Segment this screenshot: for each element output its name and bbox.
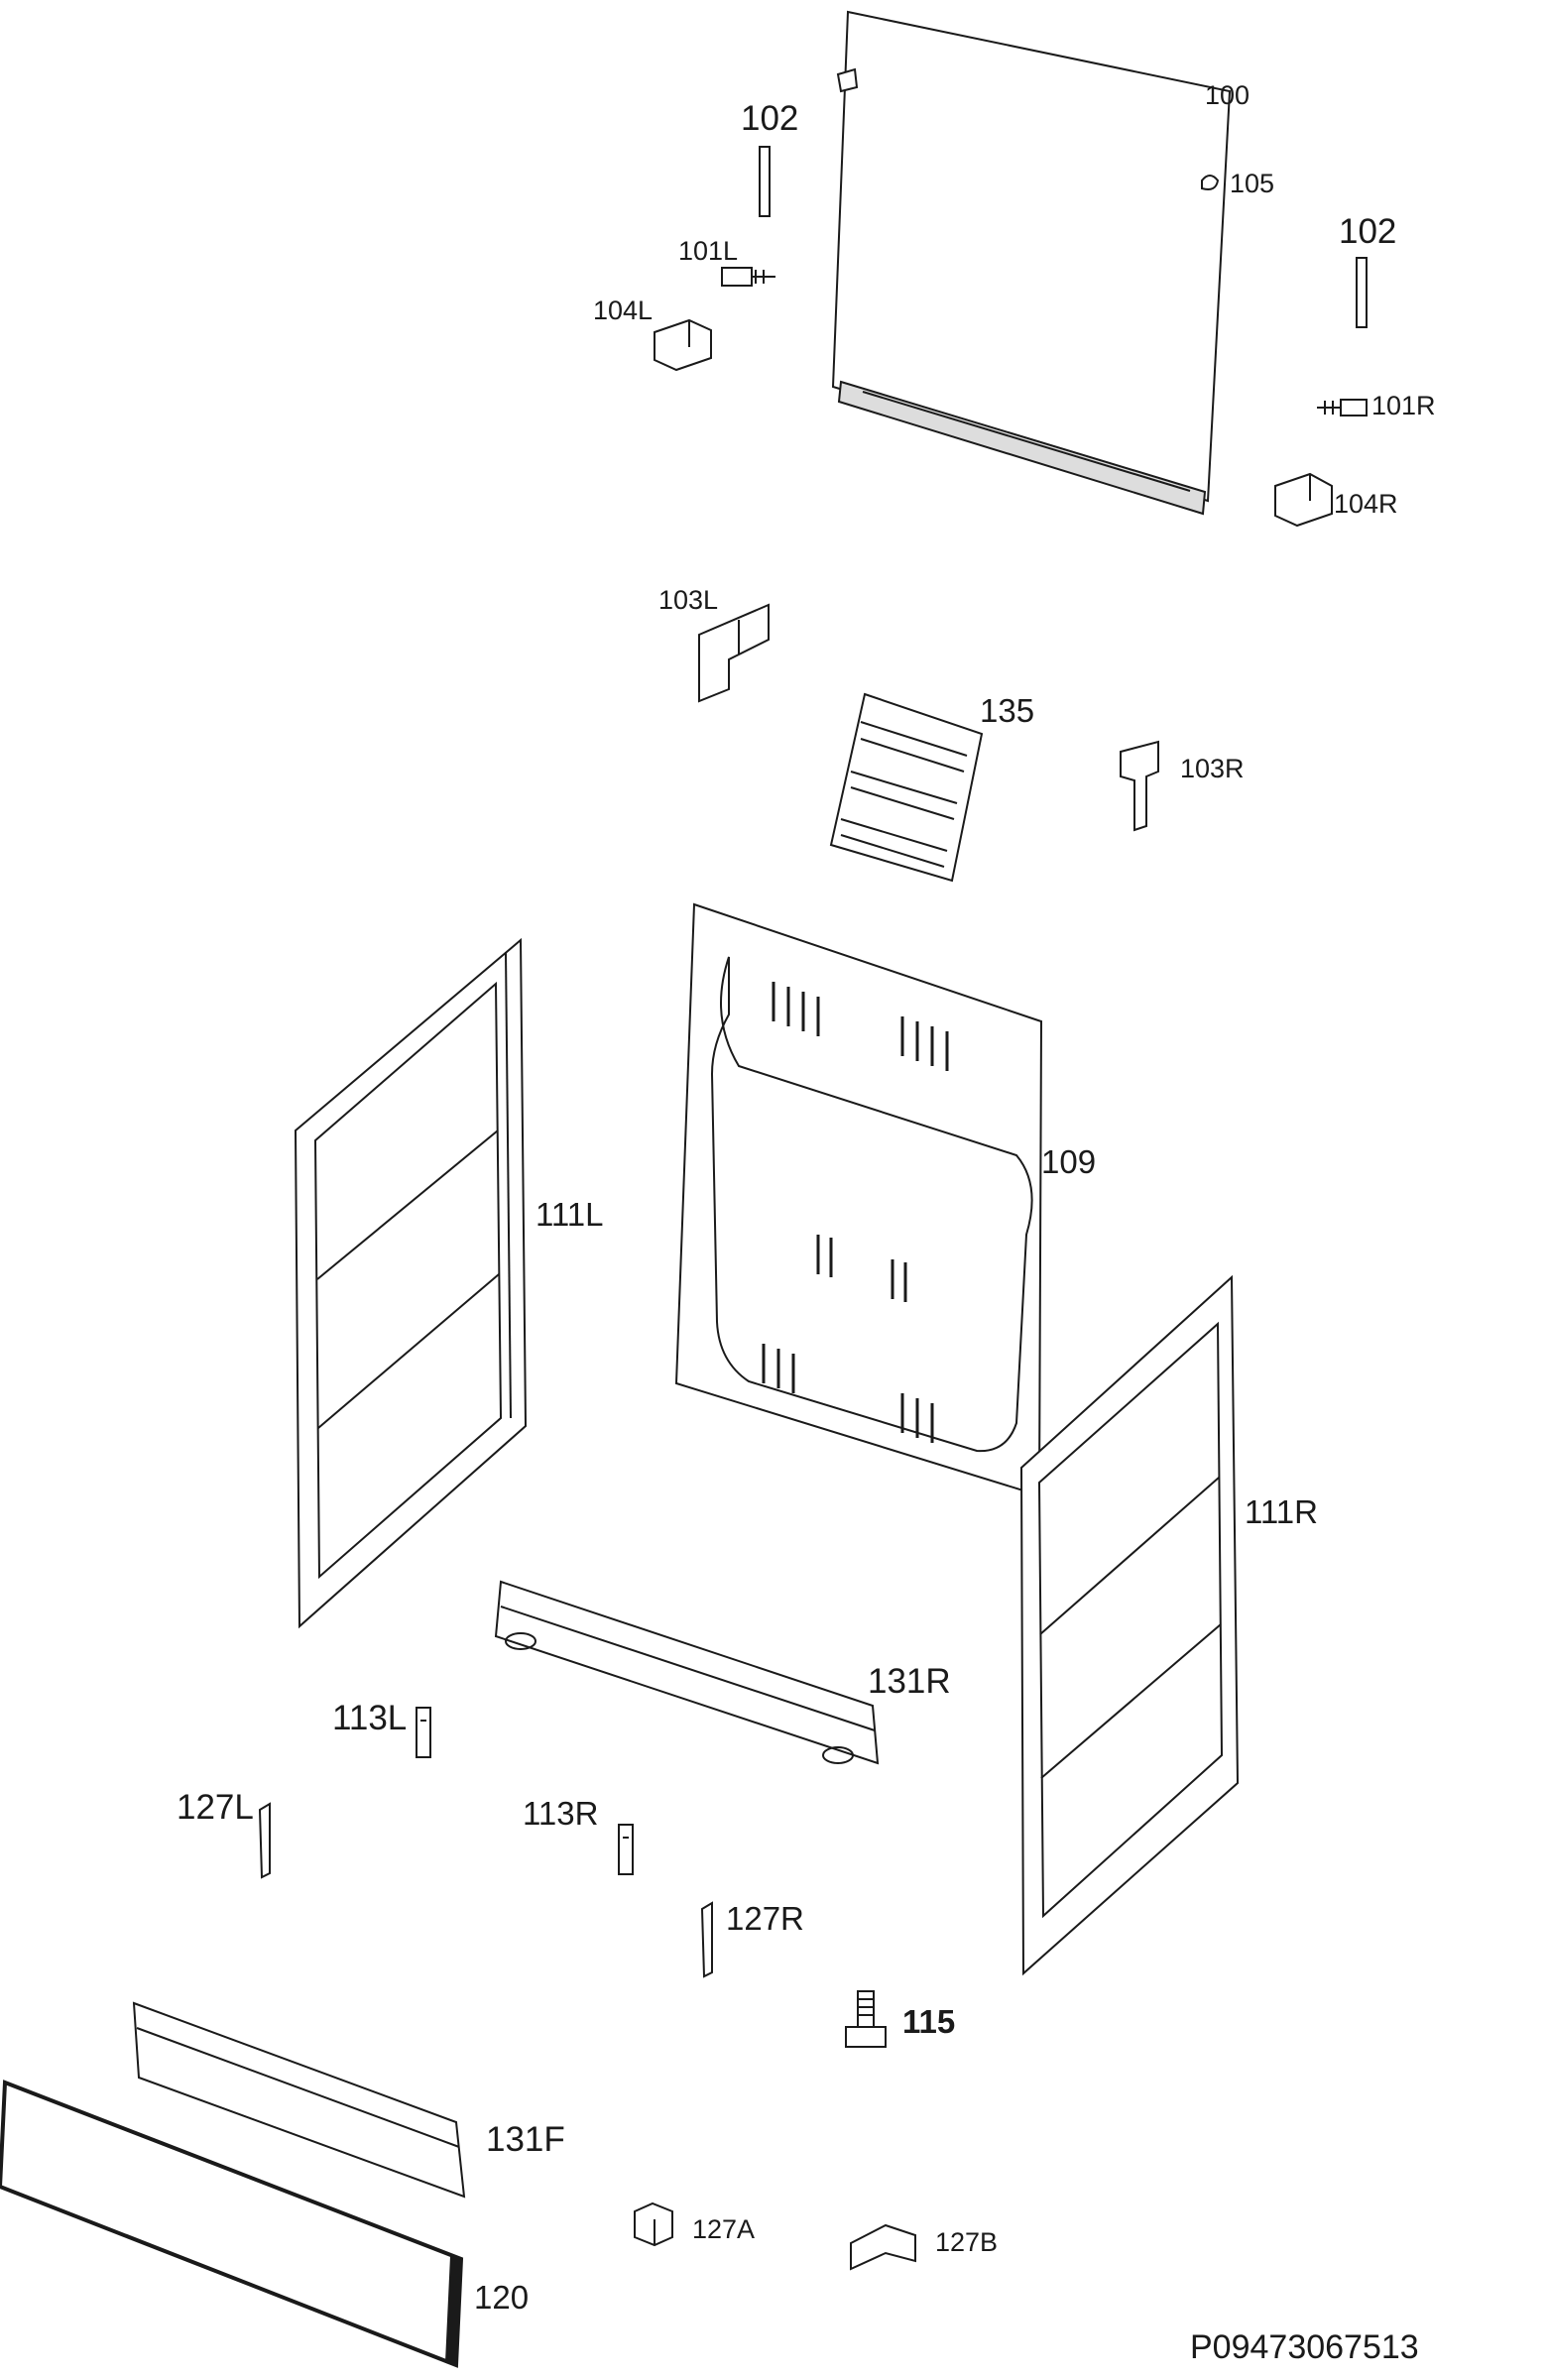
part-101L-screw bbox=[721, 267, 775, 287]
part-127L-clip bbox=[258, 1802, 271, 1879]
part-104L-hinge-block bbox=[654, 318, 712, 372]
part-131F-front-rail bbox=[132, 2001, 466, 2199]
label-111L: 111L bbox=[536, 1196, 604, 1233]
label-113R: 113R bbox=[523, 1795, 599, 1832]
label-127R: 127R bbox=[726, 1900, 804, 1937]
label-103L: 103L bbox=[658, 585, 719, 615]
part-104R-hinge-block bbox=[1274, 472, 1333, 528]
part-127A-spacer bbox=[634, 2202, 673, 2247]
label-135: 135 bbox=[980, 692, 1035, 729]
label-127A: 127A bbox=[692, 2214, 756, 2244]
label-101R: 101R bbox=[1371, 391, 1436, 420]
part-113R-latch bbox=[618, 1824, 634, 1875]
part-109-back-panel bbox=[674, 902, 1043, 1497]
label-127B: 127B bbox=[935, 2227, 999, 2257]
part-111R-right-frame bbox=[1019, 1274, 1240, 1976]
part-111L-left-frame bbox=[294, 937, 528, 1629]
part-135-vent-plate bbox=[829, 692, 984, 883]
label-104L: 104L bbox=[593, 296, 654, 325]
label-131F: 131F bbox=[486, 2120, 565, 2159]
label-115: 115 bbox=[902, 2003, 956, 2040]
part-102-rod-left bbox=[759, 146, 771, 217]
label-127L: 127L bbox=[177, 1788, 254, 1827]
label-102-right: 102 bbox=[1339, 212, 1397, 251]
label-101L: 101L bbox=[678, 236, 739, 266]
part-103L-bracket bbox=[698, 603, 770, 703]
part-113L-latch bbox=[416, 1707, 431, 1758]
part-103R-bracket bbox=[1120, 740, 1159, 832]
part-105-clip bbox=[1201, 175, 1220, 190]
label-111R: 111R bbox=[1245, 1493, 1318, 1530]
part-115-foot bbox=[845, 1990, 887, 2048]
label-120: 120 bbox=[474, 2279, 530, 2316]
part-127R-clip bbox=[700, 1901, 713, 1978]
label-103R: 103R bbox=[1180, 754, 1245, 783]
part-100-glass-panel bbox=[831, 10, 1232, 516]
label-100: 100 bbox=[1205, 80, 1250, 110]
label-109: 109 bbox=[1041, 1143, 1097, 1180]
part-127B-angle-bracket bbox=[850, 2223, 916, 2271]
label-102-left: 102 bbox=[741, 99, 799, 138]
label-113L: 113L bbox=[332, 1699, 408, 1737]
diagram-code: P09473067513 bbox=[1190, 2328, 1419, 2366]
part-101R-screw bbox=[1317, 399, 1368, 416]
label-131R: 131R bbox=[868, 1662, 951, 1701]
part-131R-rear-rail bbox=[494, 1580, 880, 1765]
part-102-rod-right bbox=[1356, 257, 1368, 328]
label-105: 105 bbox=[1230, 169, 1275, 198]
label-104R: 104R bbox=[1334, 489, 1398, 519]
part-120-kick-plate bbox=[0, 2080, 464, 2368]
